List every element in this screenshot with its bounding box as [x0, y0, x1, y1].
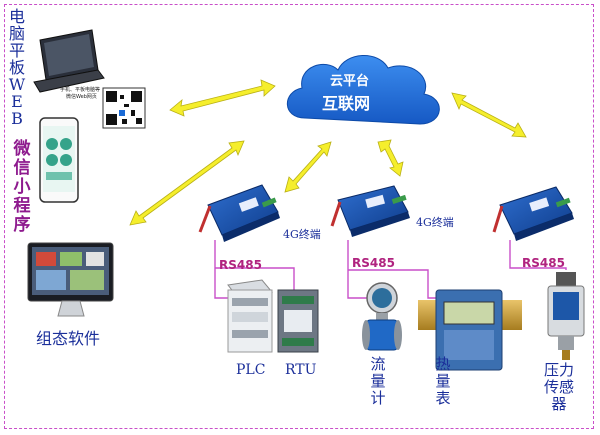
pressure-sensor-device: [547, 272, 585, 360]
connection-arrows: [129, 79, 527, 226]
qr-code-icon: [102, 87, 146, 129]
rtu-label: RTU: [285, 362, 317, 378]
flowmeter-label: 流量计: [370, 355, 386, 407]
cloud-subtitle: 互联网: [322, 94, 371, 113]
diagram-frame: [4, 4, 594, 429]
plc-device: [227, 279, 273, 353]
web-label: 电脑平板WEB: [8, 7, 26, 128]
qr-caption-line1: 手机、平板电脑等: [60, 87, 101, 93]
terminal-label-1: 4G终端: [283, 228, 321, 241]
heat-meter-device: [418, 289, 522, 371]
terminal-1: [198, 184, 280, 242]
cloud-title: 云平台: [330, 74, 370, 89]
flowmeter-device: [362, 282, 402, 351]
qr-caption-line2: 微信Web网页: [66, 94, 97, 100]
heat-meter-label: 热量表: [435, 355, 451, 407]
terminal-3: [492, 186, 574, 241]
arrow-terminal3-cloud: [451, 92, 527, 138]
pressure-sensor-label: 压力传感器: [543, 361, 574, 413]
plc-label: PLC: [236, 362, 266, 378]
monitor-icon: [27, 242, 114, 317]
wechat-label: 微信小程序: [13, 139, 31, 235]
rs485-label-1: RS485: [219, 258, 262, 272]
cloud-platform: [286, 55, 440, 125]
arrow-web-cloud: [169, 79, 276, 117]
config-software-label: 组态软件: [36, 329, 101, 348]
arrow-monitor-cloud: [129, 140, 245, 226]
arrow-terminal2-cloud: [377, 139, 404, 177]
rs485-label-2: RS485: [352, 256, 395, 270]
terminal-2: [330, 185, 410, 237]
arrow-terminal1-cloud: [284, 141, 332, 193]
laptop-icon: [33, 29, 105, 93]
rs485-label-3: RS485: [522, 256, 565, 270]
terminal-label-2: 4G终端: [416, 216, 454, 229]
rtu-device: [277, 289, 319, 353]
smartphone-icon: [39, 117, 79, 203]
